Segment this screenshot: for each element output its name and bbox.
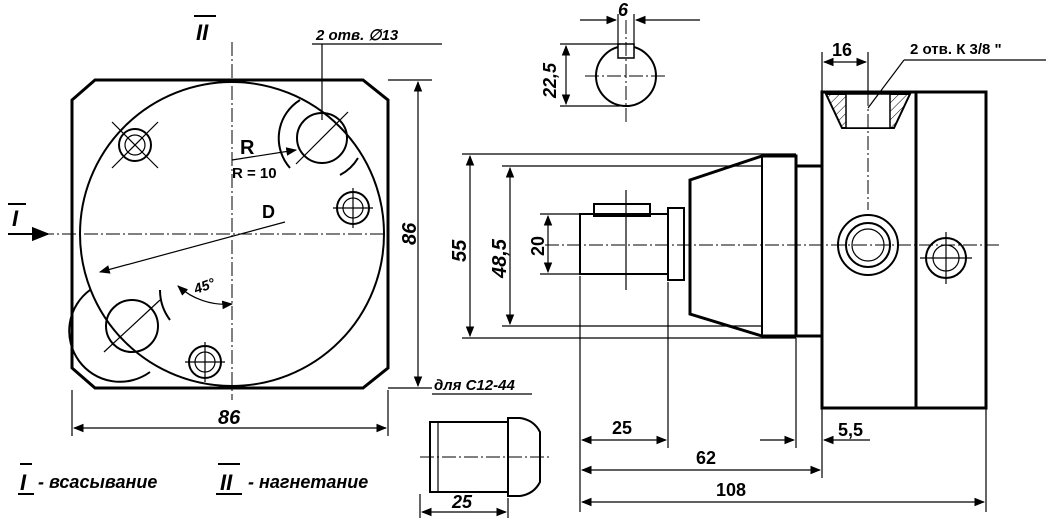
dim-5-5-label: 5,5: [838, 420, 863, 440]
mount-flange: [794, 164, 824, 338]
dim-108-label: 108: [716, 480, 746, 500]
dim-48-5-label: 48,5: [489, 238, 511, 279]
dim-55-label: 55: [449, 239, 471, 262]
dim-25-shaft-label: 25: [612, 418, 632, 438]
cover-block: [914, 90, 988, 410]
shaft-key: [593, 203, 651, 217]
tapered-body: [688, 154, 798, 338]
dim-6-label: 6: [618, 0, 629, 20]
legend-i-mark: I: [20, 470, 27, 495]
width-86-label: 86: [218, 407, 241, 429]
radius-value: R = 10: [232, 165, 277, 182]
flange-outline: [70, 78, 390, 390]
legend-i-text: - всасывание: [38, 472, 157, 492]
dim-20-label: 20: [528, 236, 548, 256]
legend-ii-mark: II: [220, 470, 233, 495]
holes-k38-label: 2 отв. К 3/8 ": [910, 41, 1002, 58]
dim-22-5-label: 22,5: [540, 62, 560, 99]
mount-hole-bottom: [185, 342, 225, 382]
port-ii-boss: [277, 99, 359, 176]
alt-shaft-collar: [507, 417, 541, 497]
legend: I - всасывание II - нагнетание: [18, 463, 368, 495]
shaft: [579, 213, 669, 275]
legend-ii-text: - нагнетание: [248, 472, 368, 492]
front-view: II I 2 отв. ∅13 R R = 10 D 45° 86 86: [8, 15, 442, 436]
angle-arc: [177, 285, 234, 310]
angle-label: 45°: [191, 274, 218, 297]
r-leader: [231, 147, 298, 161]
holes13-label: 2 отв. ∅13: [315, 27, 399, 44]
port-i: [105, 299, 159, 353]
for-c12-label: для С12-44: [434, 377, 515, 394]
collar: [667, 207, 685, 281]
dim-16-label: 16: [832, 40, 852, 60]
port-i-axis: [103, 299, 161, 353]
alt-shaft-view: для С12-44 25: [419, 377, 550, 518]
radius-label: R: [240, 137, 255, 159]
k38-leader: [867, 59, 905, 109]
port-ii-axis: [295, 111, 349, 165]
side-view: 16 2 отв. К 3/8 " 55 48,5 20 25 5,5: [449, 40, 1046, 512]
housing-block: [820, 90, 918, 410]
section-ii-top-label: II: [196, 20, 209, 45]
d-leader: [98, 221, 286, 274]
diameter-label: D: [262, 202, 275, 222]
mount-hole-right: [333, 188, 373, 228]
dim-62-label: 62: [696, 448, 716, 468]
dim-25-bottom-label: 25: [451, 492, 473, 512]
section-i-left-label: I: [12, 206, 19, 231]
port-i-boss: [68, 289, 171, 383]
height-86-label: 86: [399, 222, 421, 245]
shaft-section: 6 22,5: [540, 0, 700, 124]
center-bore-mid: [845, 222, 891, 268]
mount-hole-top-left: [111, 121, 159, 169]
